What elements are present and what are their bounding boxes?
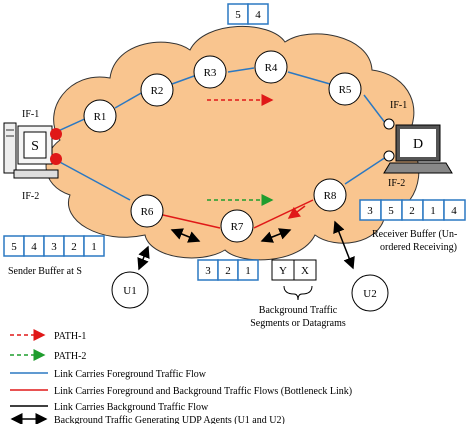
sender-buffer-cell: 2 (71, 241, 77, 253)
background-traffic-caption-line1: Background Traffic (259, 305, 338, 316)
routers (83, 50, 389, 312)
receiver-if1-label: IF-1 (390, 100, 407, 111)
link-r4-r5 (287, 71, 331, 85)
background-buffer-cell: 1 (245, 265, 251, 277)
receiver-buffer-cell: 1 (430, 205, 436, 217)
router-r6-label: R6 (141, 206, 154, 218)
legend-path1-label: PATH-1 (54, 331, 86, 342)
router-r2 (140, 73, 174, 107)
link-r8-if2 (344, 156, 387, 185)
router-r4 (254, 50, 288, 84)
legend-path2-label: PATH-2 (54, 351, 86, 362)
sender-label: S (31, 139, 39, 154)
background-segment-cell: Y (279, 265, 287, 277)
router-r7-label: R7 (231, 221, 244, 233)
legend: PATH-1 PATH-2 Link Carries Foreground Tr… (10, 329, 352, 424)
router-r1-label: R1 (94, 111, 107, 123)
receiver-if2-dot (383, 150, 395, 162)
agent-u1-label: U1 (123, 285, 136, 297)
link-r2-r3 (171, 75, 195, 85)
link-r3-r4 (227, 67, 255, 73)
agent-u2 (351, 274, 389, 312)
receiver-buffer-caption-line1: Receiver Buffer (Un- (372, 229, 457, 240)
sender-buffer-cell: 4 (31, 241, 37, 253)
agent-u1 (111, 271, 149, 309)
background-links (137, 220, 355, 271)
router-r8 (313, 178, 347, 212)
receiver-buffer-cell: 2 (409, 205, 415, 217)
receiver-buffer (359, 199, 466, 221)
sender-buffer-cell: 1 (91, 241, 97, 253)
router-r8-label: R8 (324, 190, 337, 202)
sender-buffer (3, 235, 105, 257)
link-r6-r7 (162, 214, 221, 229)
top-buffer-cell: 4 (255, 9, 261, 21)
top-buffer (227, 3, 269, 25)
sender-computer-icon: S (3, 122, 59, 179)
receiver-buffer-caption-line2: ordered Receiving) (380, 242, 457, 253)
sender-if1-label: IF-1 (22, 109, 39, 120)
sender-if1-dot (50, 128, 62, 140)
legend-bottleneck-label: Link Carries Foreground and Background T… (54, 386, 352, 397)
receiver-label: D (413, 137, 423, 152)
segments-brace (283, 285, 313, 301)
background-buffer (197, 259, 259, 281)
link-r7-r8 (253, 199, 314, 229)
r8-bottleneck-arrow (287, 205, 306, 219)
link-if2-r6 (55, 159, 131, 201)
link-r1-r2 (114, 91, 144, 109)
legend-udp-label: Background Traffic Generating UDP Agents… (54, 415, 285, 424)
agent-u2-label: U2 (363, 288, 376, 300)
bottleneck-links (162, 199, 314, 229)
top-buffer-cell: 5 (235, 9, 241, 21)
router-r1 (83, 99, 117, 133)
router-r5-label: R5 (339, 84, 352, 96)
router-r7 (220, 209, 254, 243)
router-r5 (328, 72, 362, 106)
link-r5-if1 (363, 94, 387, 125)
router-r3-label: R3 (204, 67, 217, 79)
receiver-buffer-cell: 5 (388, 205, 394, 217)
receiver-if1-dot (383, 118, 395, 130)
router-r3 (193, 55, 227, 89)
sender-if2-label: IF-2 (22, 191, 39, 202)
receiver-buffer-cell: 4 (451, 205, 457, 217)
foreground-links (55, 67, 387, 201)
legend-foreground-label: Link Carries Foreground Traffic Flow (54, 369, 207, 380)
router-r6 (130, 194, 164, 228)
background-buffer-cell: 3 (205, 265, 211, 277)
legend-background-label: Link Carries Background Traffic Flow (54, 402, 209, 413)
sender-buffer-cell: 5 (11, 241, 17, 253)
background-segment-cell: X (301, 265, 309, 277)
router-r4-label: R4 (265, 62, 278, 74)
sender-if2-dot (50, 153, 62, 165)
receiver-buffer-cell: 3 (367, 205, 373, 217)
router-r2-label: R2 (151, 85, 164, 97)
receiver-if2-label: IF-2 (388, 178, 405, 189)
sender-buffer-caption: Sender Buffer at S (8, 266, 82, 277)
background-segments (271, 259, 317, 281)
sender-buffer-cell: 3 (51, 241, 57, 253)
background-traffic-caption-line2: Segments or Datagrams (250, 318, 346, 329)
background-buffer-cell: 2 (225, 265, 231, 277)
receiver-laptop-icon: D (383, 124, 453, 174)
